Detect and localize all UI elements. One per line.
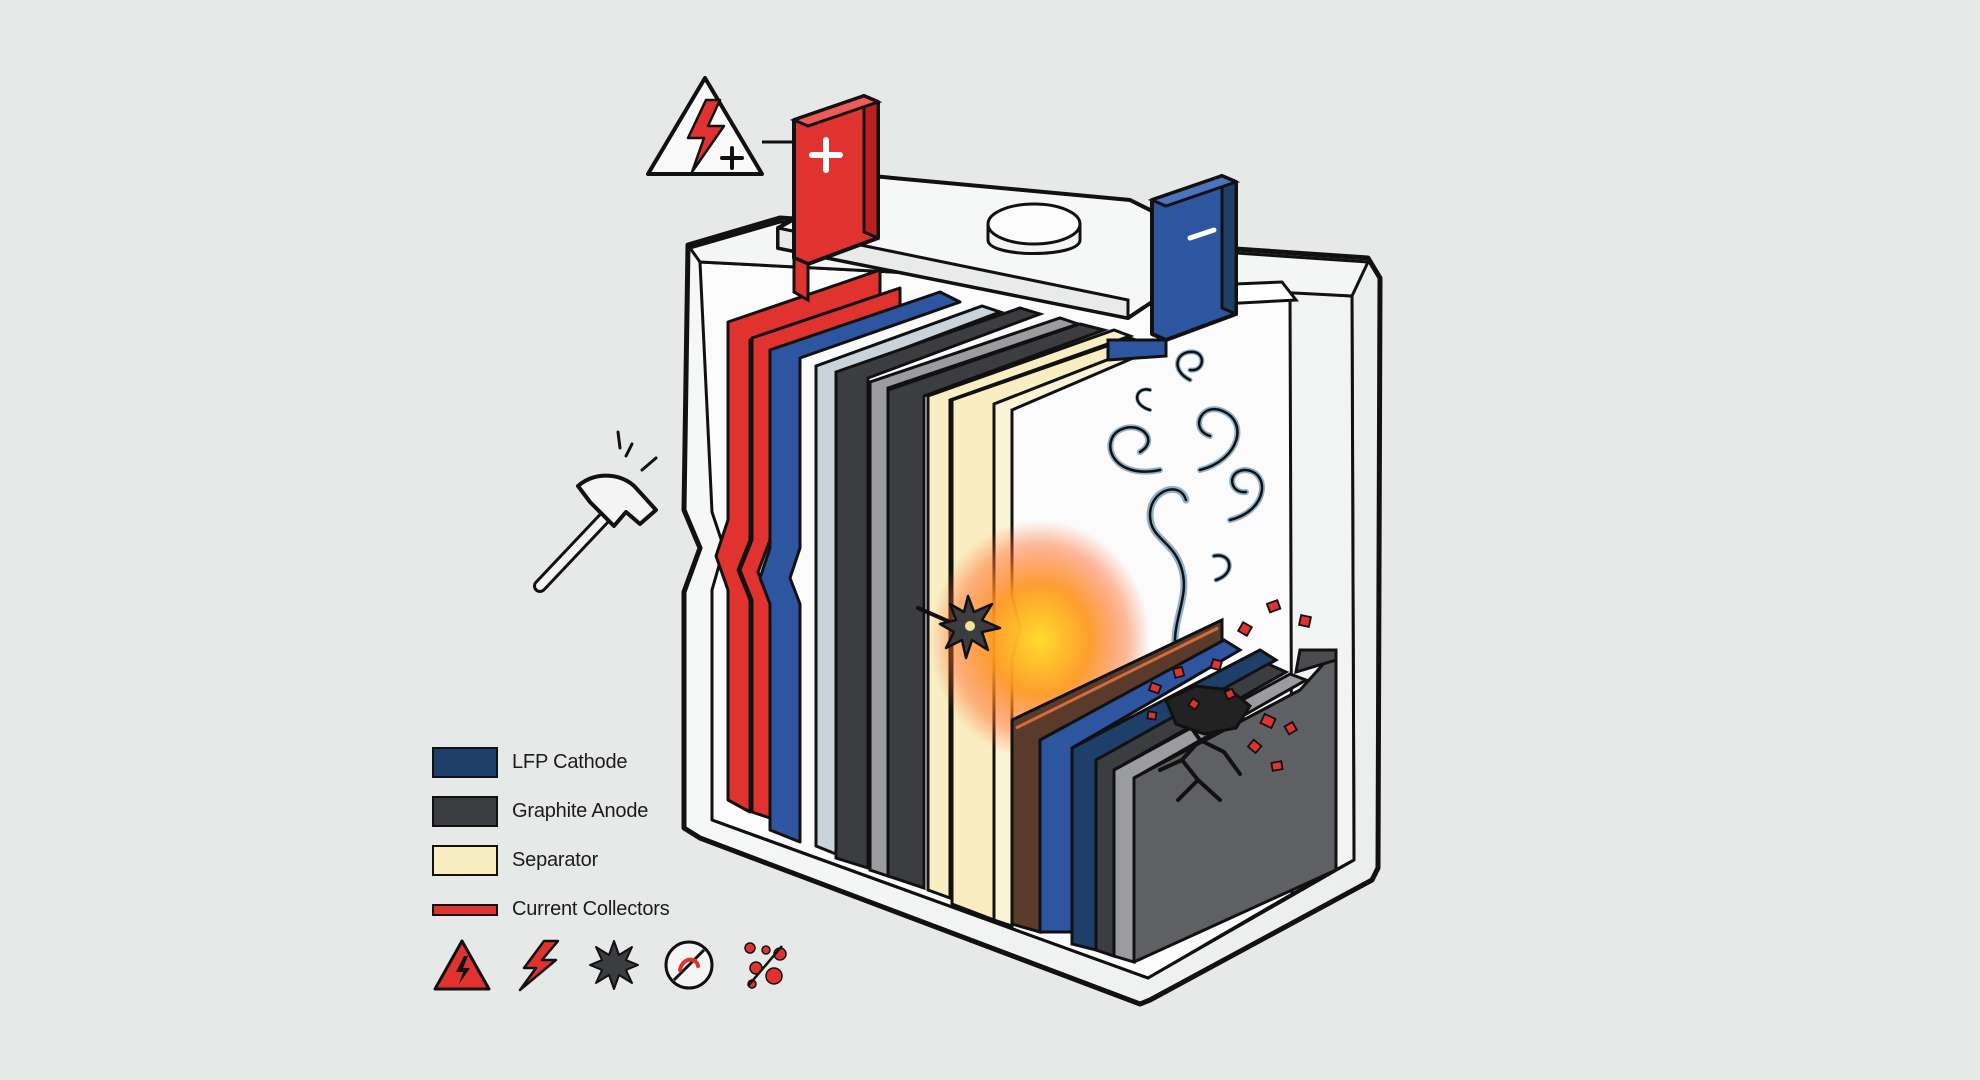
lightning-icon [518,939,560,992]
anode-layer [834,306,1045,871]
separator-swatch [432,845,498,876]
current-collector-swatch [432,903,498,916]
cathode-layer [758,290,962,844]
legend-item-lfp-cathode: LFP Cathode [432,738,752,787]
legend-label: Graphite Anode [512,800,649,822]
electrical-hazard-warning-icon [433,939,491,991]
legend-label: LFP Cathode [512,751,628,773]
positive-terminal [789,93,883,303]
anode-swatch [432,796,498,827]
hammer-icon [533,430,658,593]
legend-label: Current Collectors [512,898,670,920]
damaged-electrode-block [1010,599,1338,965]
separator-layer [926,328,1135,901]
legend: LFP Cathode Graphite Anode Separator Cur… [432,738,752,934]
smoke-icon [1107,349,1266,662]
internal-short-spark-icon [916,594,1002,660]
battery-lid [776,174,1212,320]
explosion-icon [589,940,639,990]
legend-item-separator: Separator [432,836,752,885]
particles-icon [744,942,787,989]
legend-item-current-collectors: Current Collectors [432,885,752,934]
electrical-hazard-sign [646,76,794,176]
cathode-swatch [432,747,498,778]
legend-item-graphite-anode: Graphite Anode [432,787,752,836]
legend-label: Separator [512,849,599,871]
negative-terminal [1106,173,1241,362]
no-symbol-icon [664,940,714,990]
hazard-icon-row [432,938,792,992]
